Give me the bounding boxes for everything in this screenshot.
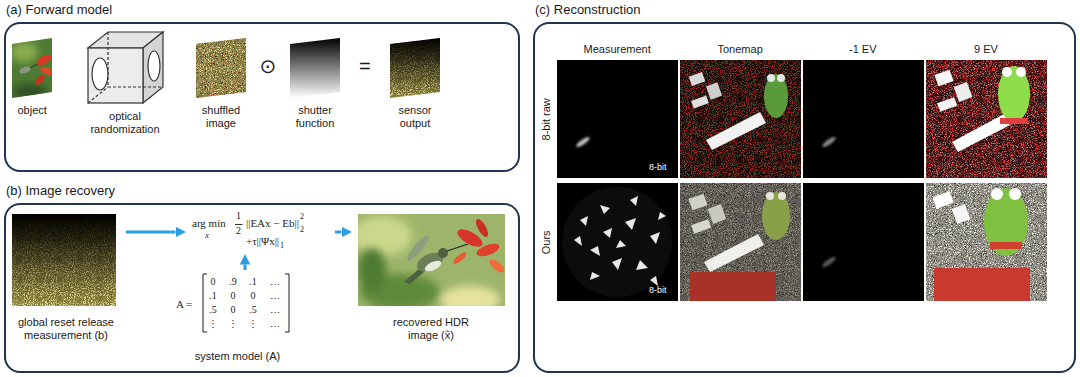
shuffled-image [194, 36, 249, 101]
flow-arrow [244, 265, 247, 271]
column-header: Tonemap [718, 43, 763, 56]
row-label: 8-bit raw [540, 98, 553, 140]
flow-arrow [335, 231, 342, 234]
equation-term: arg min [192, 217, 226, 230]
fraction-denominator: 2 [236, 225, 241, 237]
panel-box: (a) Forward model [4, 22, 520, 172]
equation-term: +τ||Ψx|| [246, 235, 279, 248]
equation-term: ||EAx − Eb|| [246, 217, 299, 230]
matrix-entry: 0 [225, 290, 241, 302]
matrix-entry: 0 [225, 304, 241, 316]
operator-symbol: = [359, 55, 371, 78]
matrix-entry: .5 [245, 304, 261, 316]
figure-caption: system model (A) [175, 350, 300, 363]
matrix-entry: … [267, 276, 283, 288]
minus-1ev-raw [803, 60, 924, 178]
row-label: Ours [540, 230, 553, 254]
image-caption: optical randomization [85, 110, 165, 135]
panel-box: (b) Image recoveryglobal reset release m… [4, 203, 520, 373]
panel-title: (b) Image recovery [6, 184, 115, 199]
matrix-name: A = [176, 298, 192, 311]
measurement-image [12, 214, 116, 306]
matrix-entry: … [267, 290, 283, 302]
bit-depth-tag: 8-bit [649, 285, 667, 295]
bit-depth-tag: 8-bit [649, 162, 667, 172]
optical-randomizer-cube [88, 32, 163, 103]
panel-title: (a) Forward model [6, 3, 112, 18]
figure-caption: recovered HDR image (x̂) [386, 316, 476, 341]
equation-subscript: 1 [280, 241, 284, 250]
image-caption: object [18, 104, 47, 117]
fraction-numerator: 1 [236, 210, 241, 222]
minus-1ev-ours [803, 183, 924, 301]
matrix-entry: .9 [225, 276, 241, 288]
matrix-entry: 0 [245, 290, 261, 302]
image-caption: shuffled image [193, 104, 249, 129]
equation-subscript: 2 [300, 225, 304, 234]
9ev-raw [926, 60, 1047, 178]
image-caption: shutter function [287, 104, 343, 129]
tonemap-ours [680, 183, 801, 301]
column-header: Measurement [584, 43, 651, 56]
equation-subscript: x [205, 230, 209, 240]
panel-box: (c) Reconstruction [533, 22, 1076, 373]
flow-arrow [126, 231, 176, 234]
measurement-figure: global reset release measurement (b) [8, 212, 124, 362]
fraction-bar [235, 224, 243, 225]
matrix-entry: 0 [205, 276, 221, 288]
matrix-entry: … [267, 318, 283, 330]
matrix-entry: ⋮ [225, 318, 241, 330]
figure-caption: global reset release measurement (b) [10, 316, 122, 341]
panel-title: (c) Reconstruction [535, 3, 640, 18]
measurement-raw [557, 60, 678, 178]
matrix-bracket [285, 274, 289, 332]
sensor-output-image [388, 36, 443, 101]
matrix-entry: ⋮ [205, 318, 221, 330]
measurement-ours [557, 183, 678, 301]
9ev-ours [926, 183, 1047, 301]
image-caption: sensor output [390, 104, 440, 129]
column-header: 9 EV [974, 43, 998, 56]
matrix-bracket [203, 274, 207, 332]
column-header: -1 EV [849, 43, 877, 56]
object-image [10, 36, 55, 101]
matrix-entry: .5 [205, 304, 221, 316]
recovered-image [358, 214, 505, 306]
objective-equation: arg minx12||EAx − Eb||22+τ||Ψx||1 [188, 208, 333, 252]
matrix-entry: ⋮ [245, 318, 261, 330]
recovered-figure: recovered HDR image (x̂) [354, 212, 509, 362]
equation-superscript: 2 [300, 212, 304, 221]
system-matrix: A =0.9.1….100….50.5…⋮⋮⋮…system model (A) [175, 272, 302, 366]
tonemap-raw [680, 60, 801, 178]
matrix-entry: … [267, 304, 283, 316]
matrix-entry: .1 [205, 290, 221, 302]
operator-symbol: ⊙ [260, 55, 277, 78]
matrix-entry: .1 [245, 276, 261, 288]
shutter-function-image [290, 38, 340, 98]
